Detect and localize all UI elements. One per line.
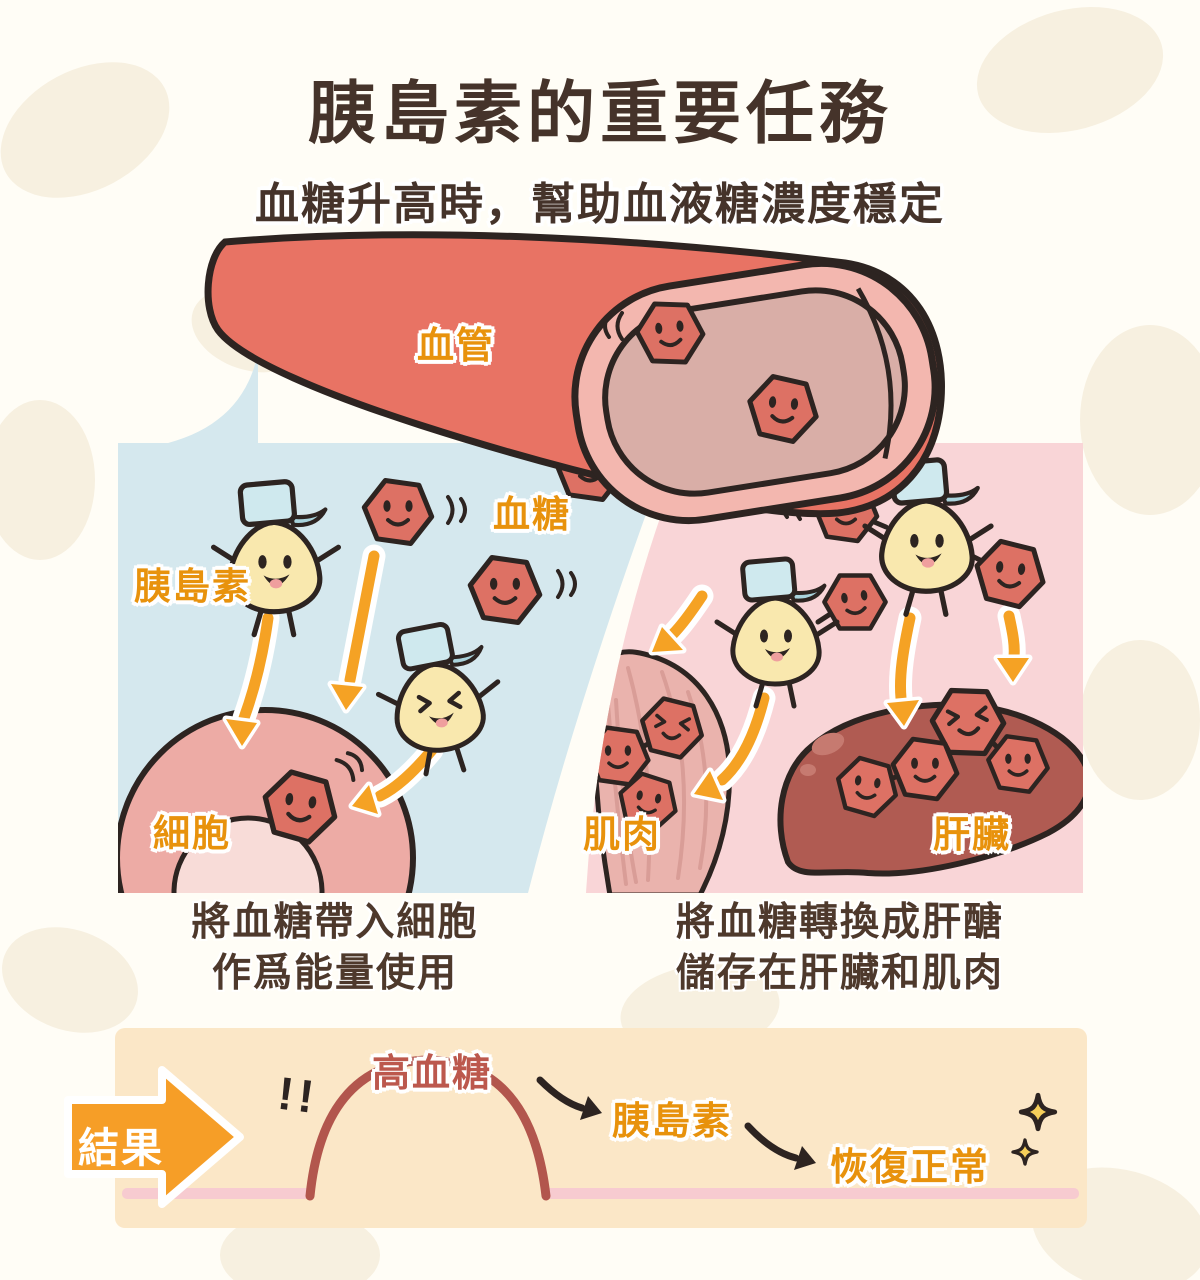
right-panel-scene: [588, 457, 1083, 893]
arrow-into-cell-3: [348, 738, 444, 818]
arrow-to-muscle-small: [648, 584, 714, 656]
vessel-label: 血管: [417, 325, 495, 366]
cell-nucleus: [171, 815, 325, 893]
exclamation-marks: !!: [274, 1066, 322, 1124]
baseline-right: [545, 1188, 1079, 1199]
cell-label: 細胞: [153, 813, 231, 854]
left-caption: 將血糖帶入細胞 作爲能量使用: [110, 898, 560, 999]
stage-back-to-normal: 恢復正常: [830, 1147, 991, 1189]
stage-high-blood-sugar: 高血糖: [372, 1053, 493, 1095]
arrow-into-cell-2: [327, 544, 386, 714]
result-badge-label: 結果: [78, 1125, 164, 1171]
right-caption-line2: 儲存在肝臟和肌肉: [675, 951, 1004, 995]
blood-vessel-illustration: [204, 231, 945, 525]
left-caption-line1: 將血糖帶入細胞: [191, 901, 479, 944]
stage-insulin: 胰島素: [612, 1101, 733, 1143]
result-bar: [64, 1028, 1087, 1228]
left-caption-line2: 作爲能量使用: [211, 951, 458, 995]
arrow-to-liver-mid: [883, 606, 923, 730]
right-caption: 將血糖轉換成肝醣 儲存在肝臟和肌肉: [600, 898, 1080, 999]
black-arrow-2: [744, 1122, 816, 1170]
page-subtitle: 血糖升高時，幫助血液糖濃度穩定: [255, 180, 945, 229]
muscle-label: 肌肉: [583, 814, 661, 855]
right-caption-line1: 將血糖轉換成肝醣: [675, 901, 1004, 944]
liver-label: 肝臟: [933, 814, 1011, 855]
black-arrow-1: [536, 1076, 602, 1120]
arrow-to-muscle-curve: [690, 686, 776, 804]
insulin-label: 胰島素: [134, 566, 251, 607]
baseline-left: [122, 1188, 312, 1199]
page-title: 胰島素的重要任務: [307, 76, 892, 152]
right-arrow-badge-icon: [64, 1066, 244, 1208]
left-panel-scene: [118, 437, 659, 893]
arrow-to-liver-right: [993, 604, 1033, 686]
blood-sugar-spike-curve: [305, 1055, 551, 1201]
result-bar-background: [115, 1028, 1087, 1228]
blood-sugar-label: 血糖: [493, 494, 571, 535]
left-funnel: [150, 352, 258, 447]
arrow-into-cell-1: [222, 606, 280, 750]
